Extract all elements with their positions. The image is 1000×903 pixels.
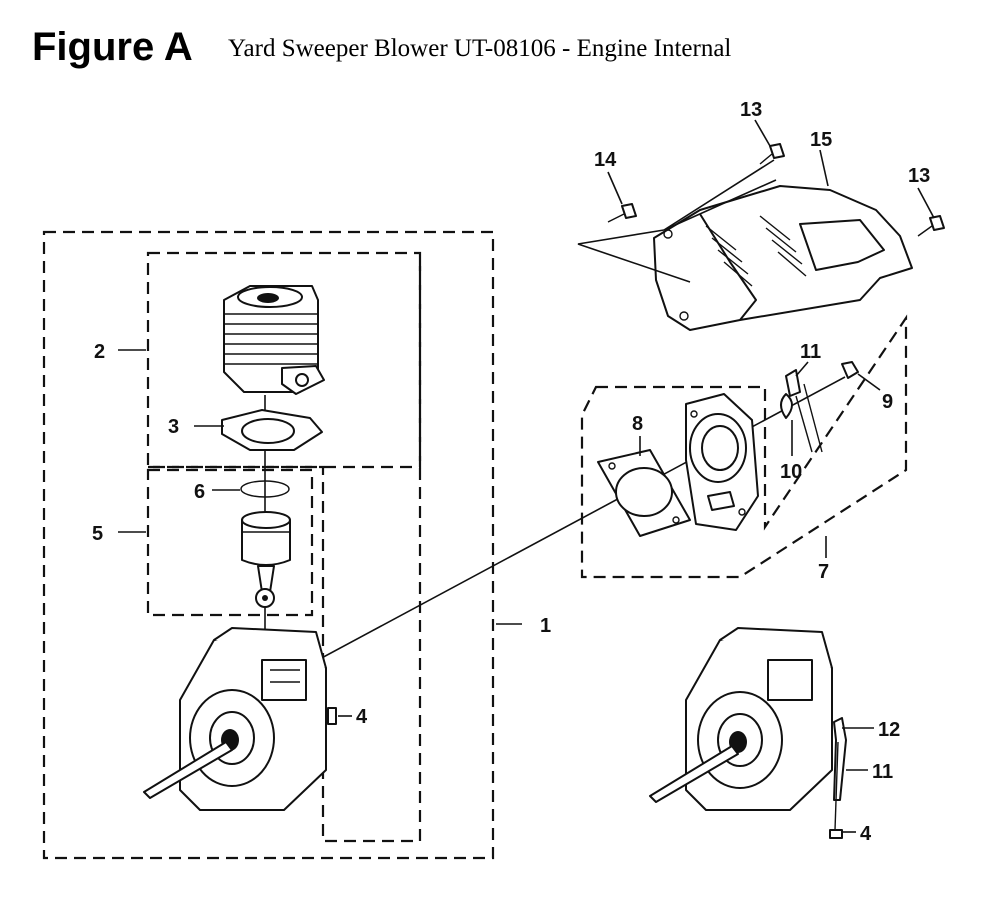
figure-title: Yard Sweeper Blower UT-08106 - Engine In… [228, 35, 731, 62]
screw [841, 361, 859, 379]
callout-1: 1 [540, 615, 551, 637]
leader-14-fan [577, 229, 691, 283]
screw [607, 203, 637, 223]
piston-ring [240, 480, 290, 498]
cylinder-gasket [221, 409, 323, 451]
callout-11a: 11 [800, 341, 821, 363]
callout-13b: 13 [908, 165, 930, 187]
callout-15: 15 [810, 129, 832, 151]
callout-14: 14 [594, 149, 617, 171]
leader-13a [754, 119, 771, 147]
leader-15 [819, 149, 829, 187]
callout-3: 3 [168, 416, 179, 438]
callout-13a: 13 [740, 99, 762, 121]
group-box-5 [146, 468, 314, 617]
screw [917, 215, 945, 237]
crankcase-detail-view [649, 627, 847, 839]
callout-2: 2 [94, 341, 105, 363]
leader-14 [607, 171, 623, 205]
muffler [685, 393, 759, 531]
callout-4b: 4 [860, 823, 872, 845]
callout-8: 8 [632, 413, 643, 435]
leader-11a [795, 361, 809, 377]
leader-13b [917, 187, 935, 219]
figure-label: Figure A [32, 25, 193, 69]
callout-5: 5 [92, 523, 103, 545]
callout-4a: 4 [356, 706, 368, 728]
spark-arrestor-clip [780, 369, 823, 453]
cylinder [223, 285, 325, 395]
group-box-1 [42, 230, 495, 860]
callout-7: 7 [818, 561, 829, 583]
muffler-gasket [597, 449, 691, 537]
screw [327, 707, 337, 725]
callout-12: 12 [878, 719, 900, 741]
cylinder-shroud [653, 185, 913, 331]
callout-6: 6 [194, 481, 205, 503]
leader-9 [857, 373, 881, 391]
callout-11b: 11 [872, 761, 893, 783]
piston-connecting-rod [241, 511, 291, 608]
screw [759, 143, 785, 165]
group-box-2 [146, 251, 422, 469]
crankcase [143, 627, 327, 811]
callout-10: 10 [780, 461, 802, 483]
callout-9: 9 [882, 391, 893, 413]
group-box-7 [580, 314, 908, 579]
